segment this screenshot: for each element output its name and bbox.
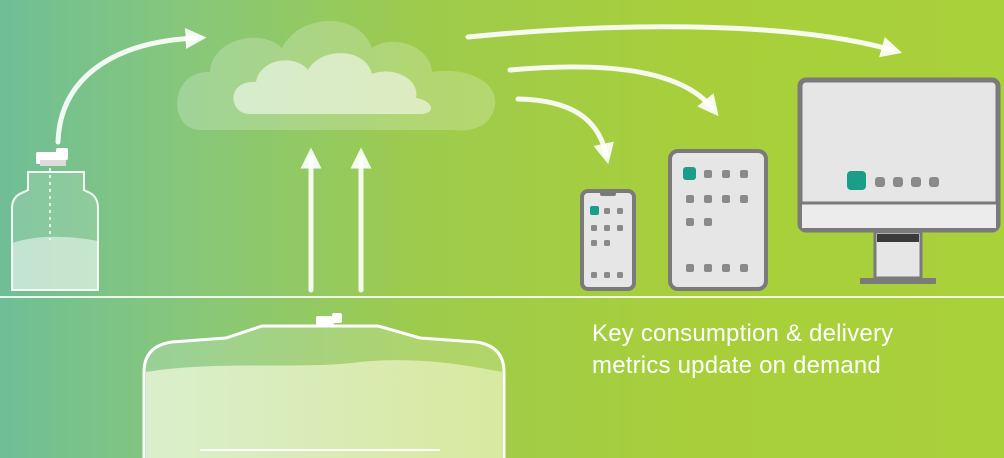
tank-icon (142, 324, 506, 458)
caption-line-2: metrics update on demand (592, 352, 881, 379)
tablet-icon (668, 149, 768, 291)
bottle-to-cloud-arrow (55, 28, 207, 145)
cloud-to-phone-arrow (515, 96, 614, 165)
arrow-icon (55, 24, 903, 293)
tank-sensor-icon (316, 313, 342, 325)
sensor-icon (36, 148, 68, 166)
desktop-monitor-icon (797, 77, 1001, 284)
cloud-to-tablet-arrow (507, 64, 719, 117)
cloud-to-desktop-arrow (465, 24, 903, 58)
caption-line-1: Key consumption & delivery (592, 320, 894, 347)
cloud-icon (177, 21, 496, 131)
caption-text: Key consumption & delivery metrics updat… (592, 318, 992, 382)
bottle-icon (11, 168, 99, 291)
phone-icon (580, 189, 636, 291)
